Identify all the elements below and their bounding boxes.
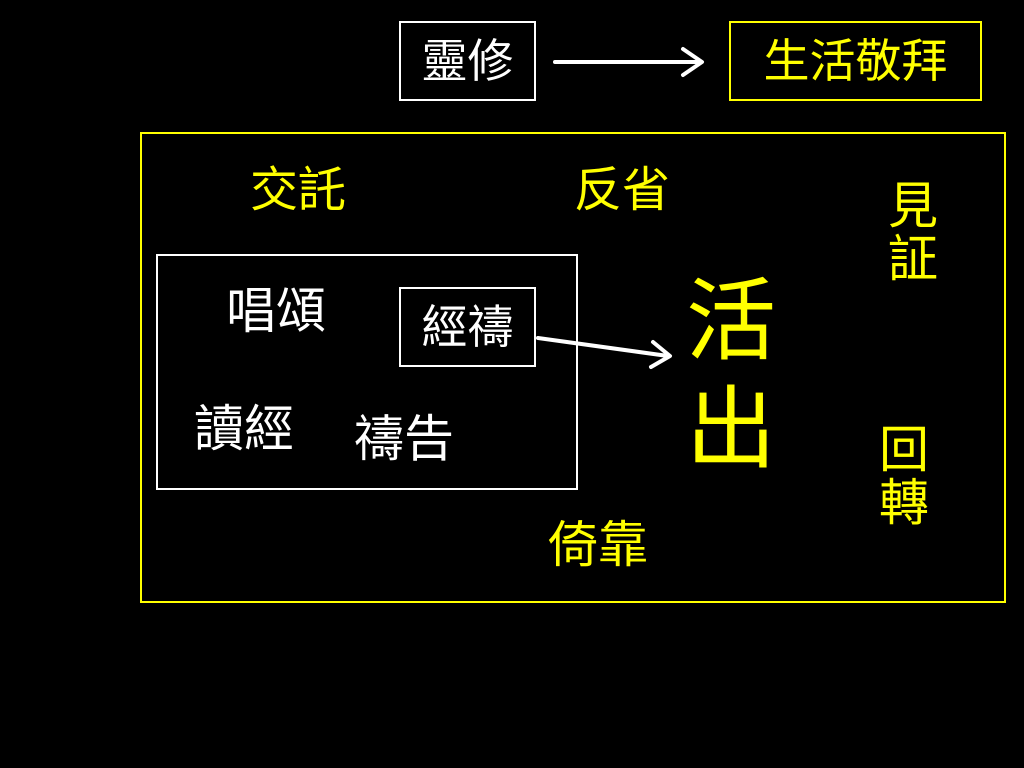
life-worship-box: 生活敬拜 — [729, 21, 982, 101]
repent-char-1: 回 — [879, 421, 929, 479]
spiritual-practice-label: 靈修 — [421, 34, 514, 88]
spiritual-practice-box: 靈修 — [399, 21, 536, 101]
live-out-label: 活 出 — [686, 268, 776, 484]
scripture-prayer-label: 經禱 — [421, 300, 514, 354]
repent-char-2: 轉 — [879, 473, 929, 532]
live-out-char-1: 活 — [686, 269, 776, 374]
inner-frame — [156, 254, 578, 490]
prayer-label: 禱告 — [354, 410, 454, 468]
top-arrow — [553, 47, 704, 77]
repent-label: 回 轉 — [879, 424, 929, 529]
outer-frame — [140, 132, 1006, 603]
life-worship-label: 生活敬拜 — [763, 34, 948, 88]
witness-char-1: 見 — [888, 177, 938, 235]
live-out-char-2: 出 — [686, 377, 776, 482]
entrust-label: 交託 — [250, 162, 347, 218]
read-scripture-label: 讀經 — [194, 400, 294, 458]
witness-label: 見 証 — [888, 180, 938, 285]
scripture-prayer-box: 經禱 — [399, 287, 536, 367]
reflect-label: 反省 — [574, 162, 671, 218]
rely-label: 倚靠 — [548, 516, 648, 574]
witness-char-2: 証 — [888, 229, 938, 288]
sing-label: 唱頌 — [226, 282, 326, 340]
